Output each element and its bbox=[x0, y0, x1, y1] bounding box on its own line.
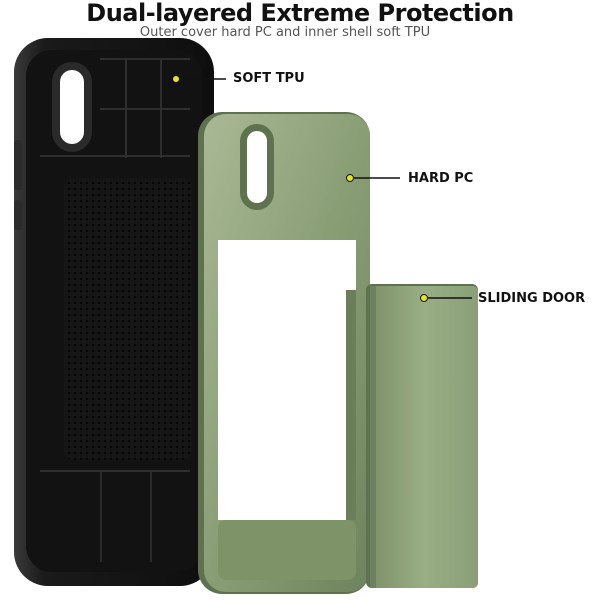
callout-sliding-door-marker bbox=[420, 294, 472, 302]
callout-soft-tpu-marker bbox=[172, 75, 226, 83]
page-subtitle: Outer cover hard PC and inner shell soft… bbox=[139, 25, 431, 40]
callout-label-hard-pc: HARD PC bbox=[408, 171, 474, 186]
page-title: Dual-layered Extreme Protection bbox=[86, 0, 514, 27]
callout-label-sliding-door: SLIDING DOOR bbox=[478, 291, 586, 306]
hard-pc-frame bbox=[198, 112, 370, 594]
soft-tpu-shell bbox=[14, 38, 214, 586]
callout-hard-pc-marker bbox=[346, 174, 400, 182]
callout-label-soft-tpu: SOFT TPU bbox=[233, 71, 305, 86]
sliding-door-panel bbox=[366, 284, 478, 588]
